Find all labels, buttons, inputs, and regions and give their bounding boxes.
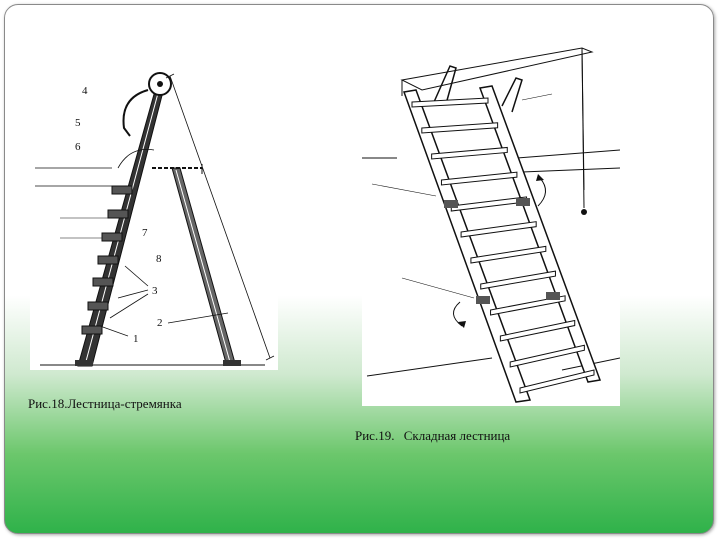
callout-8: 8: [156, 253, 162, 265]
figure19-caption: Рис.19. Складная лестница: [355, 428, 510, 444]
figure18-caption: Рис.18.Лестница-стремянка: [28, 396, 182, 411]
ladder-step: [509, 344, 585, 368]
callout-6: 6: [75, 141, 81, 153]
folding-ladder-figure: [362, 40, 620, 406]
stepladder-figure: 4 5 6 7 8 3 2 1: [30, 68, 278, 370]
ladder-step: [499, 319, 576, 342]
callout-4: 4: [82, 85, 88, 97]
callout-7: 7: [142, 227, 148, 239]
ladder-step: [440, 171, 518, 186]
callout-2: 2: [157, 317, 163, 329]
ladder-step: [490, 295, 566, 316]
ladder-step: [421, 122, 499, 134]
ladder-step: [450, 196, 528, 212]
ladder-step: [431, 146, 508, 160]
figure19-caption-text: Складная лестница: [403, 428, 511, 443]
callout-3: 3: [152, 285, 158, 297]
ladder-step: [460, 221, 537, 238]
ladder-step: [411, 97, 489, 108]
callout-5: 5: [75, 117, 81, 129]
stepladder-drawing: 4 5 6 7 8 3 2 1: [35, 72, 275, 367]
ladder-step: [519, 369, 595, 394]
figure19-caption-prefix: Рис.19.: [355, 428, 395, 443]
folding-ladder-drawing: [362, 47, 620, 403]
ladder-step: [480, 270, 556, 290]
callout-1: 1: [133, 333, 139, 345]
ladder-step: [470, 245, 547, 264]
